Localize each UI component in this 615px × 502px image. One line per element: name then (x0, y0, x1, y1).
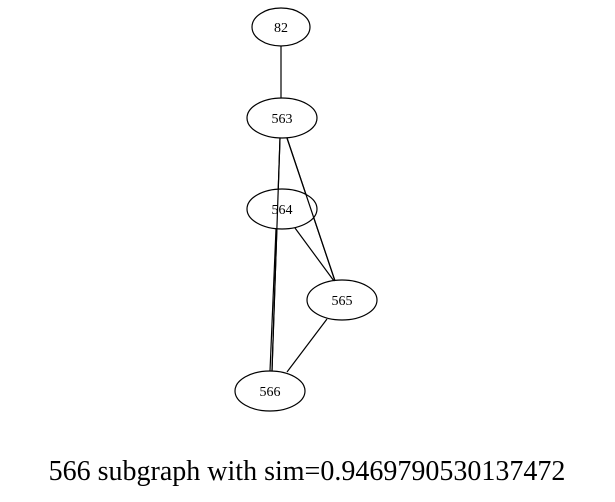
edge-overlay-563-565 (286, 137, 336, 282)
edge-564-566 (269, 228, 277, 372)
node-82: 82 (251, 7, 311, 47)
node-ellipse-565 (306, 279, 378, 321)
node-563: 563 (246, 97, 318, 139)
node-566: 566 (234, 370, 306, 412)
edge-564-565 (294, 227, 335, 282)
graph-caption: 566 subgraph with sim=0.9469790530137472 (49, 456, 566, 487)
node-label-566: 566 (260, 385, 281, 400)
node-ellipse-563 (246, 97, 318, 139)
node-label-564: 564 (272, 203, 293, 218)
edge-overlay-563-566 (271, 137, 281, 372)
node-label-563: 563 (272, 112, 293, 127)
node-ellipse-564 (246, 188, 318, 230)
edge-565-566 (286, 318, 328, 373)
node-ellipse-566 (234, 370, 306, 412)
node-564: 564 (246, 188, 318, 230)
node-ellipse-82 (251, 7, 311, 47)
node-label-82: 82 (274, 21, 288, 36)
nodes-layer: 82 563 564 565 566 (234, 7, 378, 412)
node-label-565: 565 (332, 294, 353, 309)
node-565: 565 (306, 279, 378, 321)
